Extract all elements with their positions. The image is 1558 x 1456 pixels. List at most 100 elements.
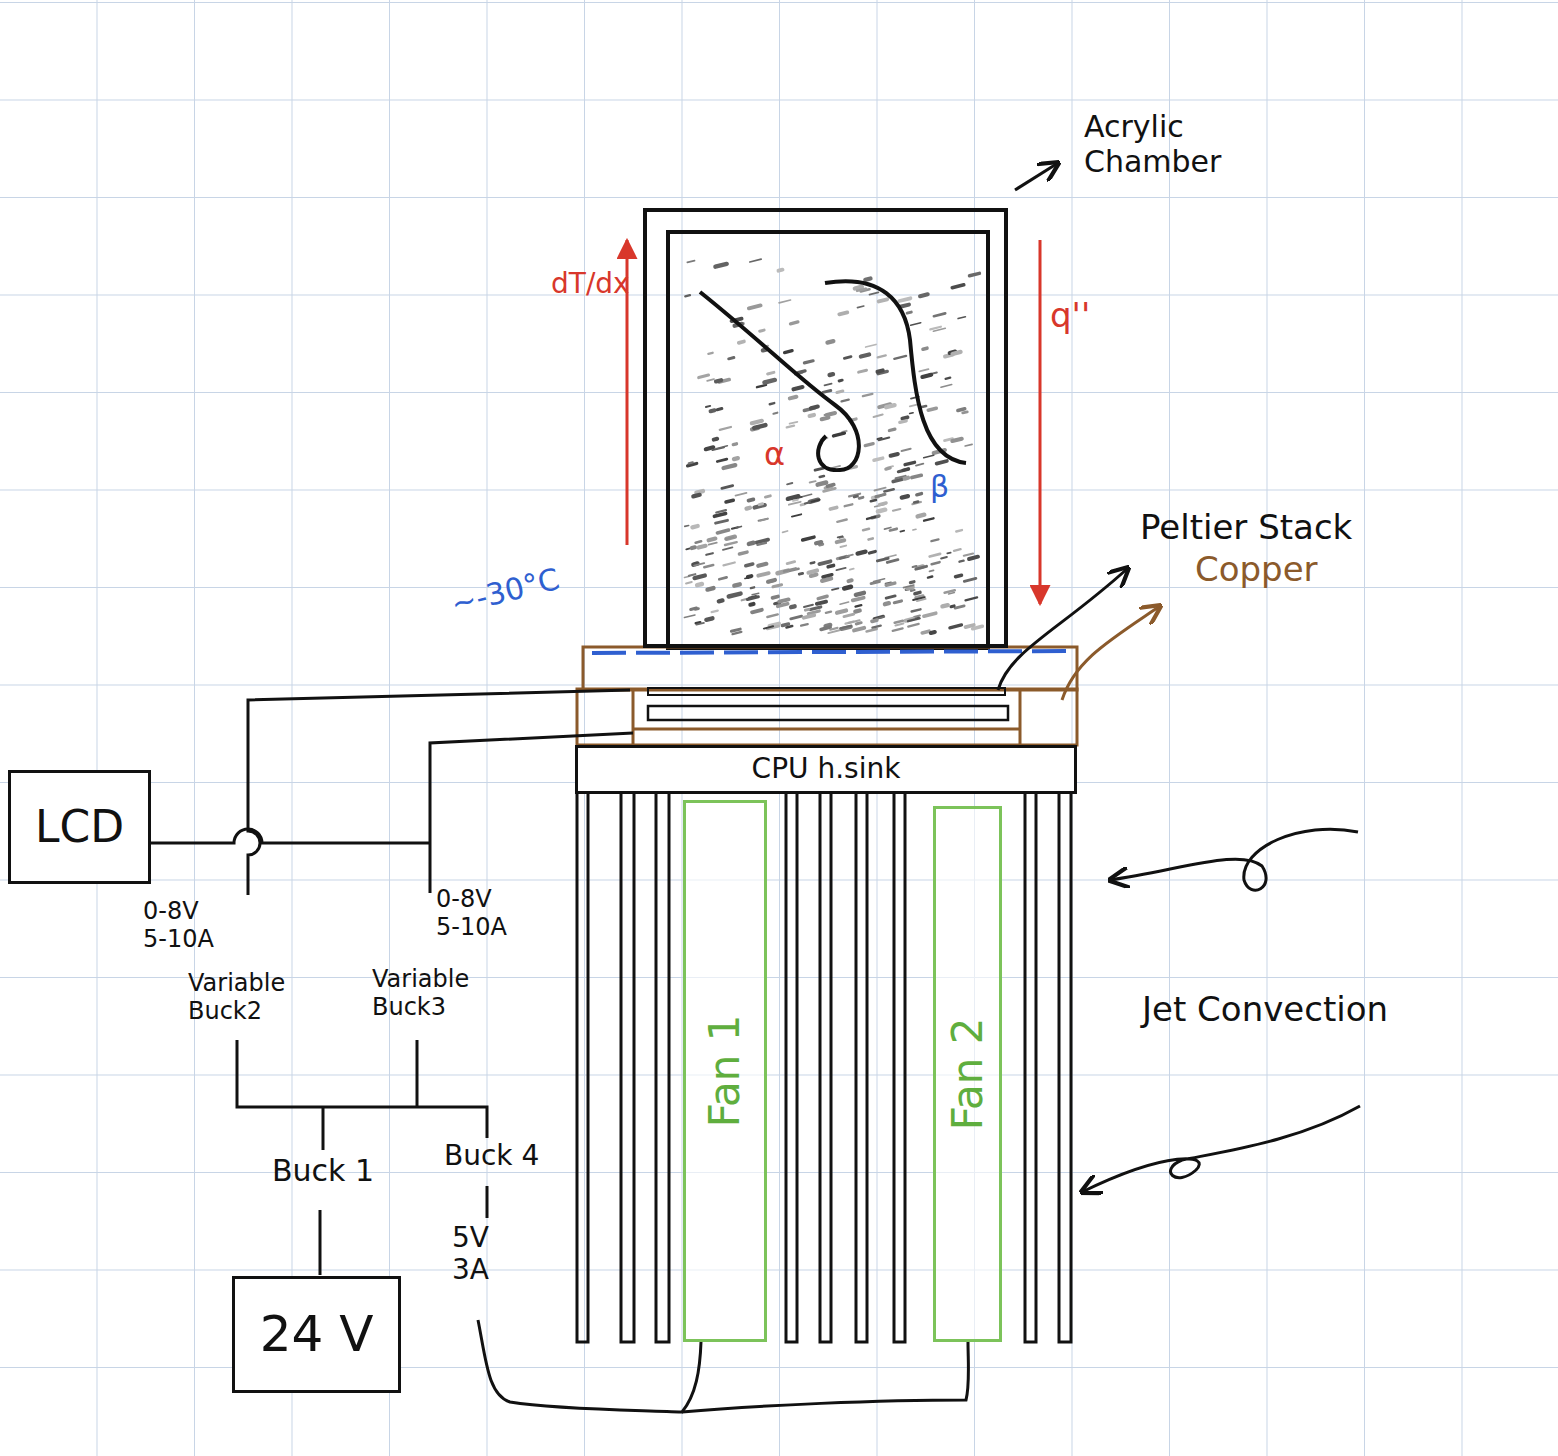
- vapor-dash: [779, 599, 788, 601]
- vapor-dash: [750, 602, 753, 607]
- vapor-dash: [736, 493, 747, 496]
- vapor-dash: [791, 604, 795, 609]
- vapor-dash: [905, 462, 915, 464]
- vapor-dash: [758, 573, 768, 576]
- vapor-dash: [724, 465, 736, 468]
- vapor-dash: [719, 577, 726, 579]
- vapor-dash: [760, 519, 767, 521]
- vapor-dash: [867, 517, 875, 519]
- vapor-dash: [805, 608, 809, 612]
- vapor-dash: [707, 379, 714, 381]
- vapor-dash: [711, 410, 715, 411]
- vapor-dash: [840, 626, 851, 629]
- part-label: Copper: [1195, 550, 1318, 589]
- vapor-dash: [726, 537, 735, 539]
- vapor-dash: [749, 305, 761, 308]
- vapor-dash: [827, 485, 833, 487]
- vapor-dash: [867, 629, 877, 632]
- vapor-dash: [917, 494, 922, 495]
- vapor-dash: [866, 345, 876, 348]
- vapor-dash: [894, 356, 906, 359]
- vapor-dash: [896, 623, 904, 625]
- vapor-dash: [794, 387, 803, 389]
- vapor-dash: [704, 565, 713, 567]
- vapor-dash: [945, 590, 955, 593]
- vapor-dash: [837, 611, 846, 613]
- vapor-dash: [955, 606, 964, 608]
- vapor-dash: [941, 385, 952, 388]
- vapor-dash: [747, 597, 758, 600]
- vapor-dash: [930, 554, 940, 557]
- vapor-dash: [803, 537, 815, 540]
- vapor-dash: [694, 563, 704, 566]
- vapor-dash: [869, 539, 873, 540]
- vapor-dash: [916, 566, 927, 569]
- airflow-arrow: [1082, 1106, 1360, 1192]
- vapor-dash: [912, 609, 921, 611]
- peltier-module: [648, 688, 1005, 695]
- vapor-dash: [804, 605, 813, 607]
- vapor-trails: [684, 259, 982, 634]
- vapor-dash: [716, 520, 728, 523]
- vapor-dash: [836, 568, 845, 570]
- gradient-arrow: [626, 240, 629, 545]
- copper-block-edge: [1019, 689, 1022, 745]
- vapor-dash: [964, 554, 973, 556]
- vapor-dash: [953, 352, 961, 354]
- part-label: Acrylic Chamber: [1084, 110, 1244, 179]
- vapor-dash: [874, 458, 883, 460]
- vapor-dash: [859, 370, 867, 372]
- vapor-dash: [919, 369, 928, 371]
- vapor-dash: [722, 486, 733, 489]
- vapor-dash: [879, 438, 890, 441]
- vapor-dash: [904, 585, 914, 588]
- vapor-dash: [787, 483, 792, 484]
- vapor-dash: [973, 626, 983, 628]
- vapor-dash: [958, 317, 965, 319]
- vapor-dash: [954, 549, 961, 551]
- vapor-dash: [734, 458, 738, 459]
- vapor-dash: [811, 561, 814, 564]
- vapor-dash: [924, 518, 933, 520]
- vapor-dash: [931, 539, 938, 541]
- vapor-dash: [908, 618, 920, 621]
- vapor-dash: [768, 580, 775, 582]
- vapor-dash: [863, 394, 873, 396]
- converter-label: Buck 1: [272, 1154, 374, 1189]
- vapor-dash: [693, 495, 699, 497]
- vapor-dash: [723, 547, 733, 549]
- heat-flux-label: q'': [1050, 296, 1090, 335]
- vapor-dash: [692, 526, 697, 527]
- vapor-dash: [685, 295, 690, 296]
- vapor-dash: [900, 305, 909, 307]
- vapor-dash: [773, 585, 782, 587]
- vapor-dash: [816, 542, 821, 543]
- vapor-dash: [739, 342, 744, 343]
- vapor-dash: [759, 519, 768, 521]
- vapor-dash: [845, 504, 853, 506]
- vapor-dash: [902, 496, 908, 498]
- vapor-dash: [915, 592, 920, 593]
- copper-spacer: [577, 689, 1077, 745]
- vapor-dash: [837, 520, 846, 522]
- vapor-dash: [822, 579, 831, 581]
- vapor-dash: [717, 530, 728, 533]
- vapor-dash: [726, 500, 733, 502]
- vapor-dash: [687, 261, 694, 263]
- vapor-dash: [785, 351, 793, 353]
- vapor-dash: [790, 422, 798, 424]
- vapor-dash: [720, 427, 731, 430]
- vapor-dash: [837, 391, 843, 392]
- vapor-dash: [697, 584, 702, 585]
- vapor-dash: [716, 446, 728, 449]
- vapor-dash: [878, 371, 887, 373]
- vapor-dash: [717, 459, 727, 461]
- vapor-dash: [821, 627, 830, 629]
- node-text: LCD: [35, 802, 124, 853]
- vapor-dash: [759, 502, 762, 506]
- vapor-dash: [837, 540, 845, 542]
- vapor-dash: [875, 488, 886, 491]
- leader-arrow: [998, 568, 1128, 690]
- vapor-dash: [811, 407, 818, 409]
- vapor-dash: [757, 385, 766, 387]
